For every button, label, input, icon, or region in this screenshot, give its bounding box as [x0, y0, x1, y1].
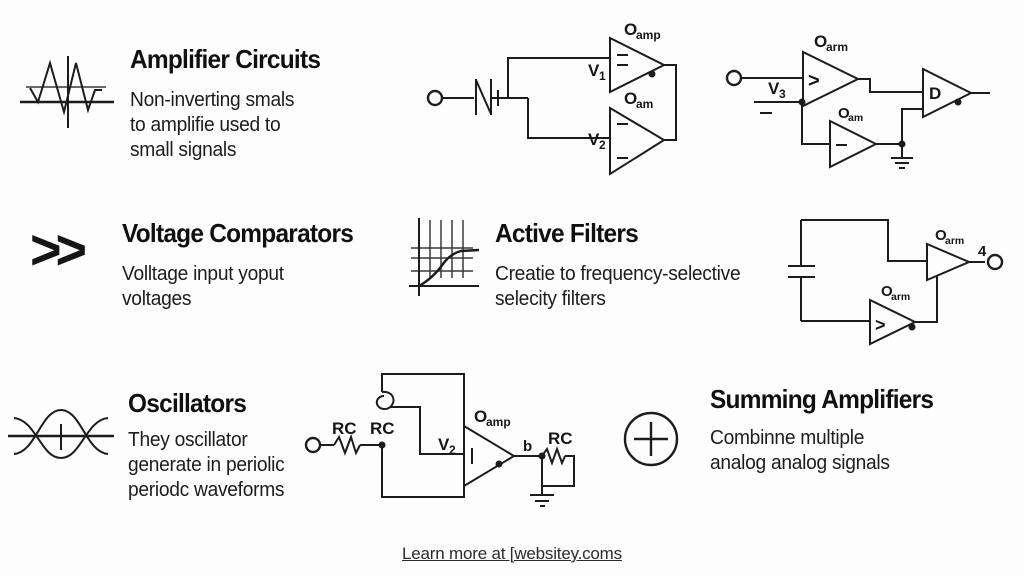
desc-line: to amplifie used to	[130, 114, 281, 136]
section-desc-summing-amplifiers: Combinne multiple analog analog signals	[710, 426, 890, 476]
resistor-label: RC	[548, 429, 573, 448]
amp-label: O	[935, 227, 947, 244]
amp-label-sub: arm	[945, 235, 964, 247]
amp-label-sub: arm	[826, 40, 848, 54]
desc-line: selecity filters	[495, 288, 606, 310]
output-label: b	[523, 438, 532, 455]
desc-line: analog analog signals	[710, 452, 890, 474]
filter-response-grid-icon	[405, 214, 487, 302]
opamp-triangle	[926, 242, 972, 282]
desc-line: Volltage input yoput	[122, 263, 284, 285]
waveform-icon	[18, 50, 118, 138]
amp-label-sub: amp	[486, 415, 511, 429]
input-label: V	[588, 61, 600, 80]
desc-line: periodc waveforms	[128, 479, 285, 501]
input-label: V	[768, 79, 780, 98]
amp-label: O	[624, 22, 637, 39]
input-label-sub: 3	[779, 87, 786, 101]
dual-opamp-circuit-diagram: O amp V 1 O am V 2	[412, 22, 722, 182]
resistor-symbol	[333, 433, 361, 456]
input-label-sub: 2	[599, 138, 606, 152]
opamp-triangle	[922, 67, 974, 119]
section-title-active-filters: Active Filters	[495, 218, 639, 248]
opamp-triangle	[609, 106, 666, 176]
integrator-circuit-diagram: O arm 4 O arm >	[785, 200, 1020, 350]
section-desc-amplifier-circuits: Non-inverting smals to amplifie used to …	[130, 88, 294, 163]
gate-mark: >	[875, 315, 886, 335]
desc-line: Creatie to frequency-selective	[495, 263, 741, 285]
oscillator-circuit-diagram: RC RC V 2 O amp b RC	[302, 362, 602, 517]
opamp-triangle	[463, 424, 516, 488]
resistor-symbol	[541, 446, 566, 466]
input-label-sub: 1	[599, 69, 606, 83]
amp-label: O	[624, 89, 637, 108]
gate-mark: >	[808, 70, 820, 92]
section-desc-active-filters: Creatie to frequency-selective selecity …	[495, 262, 741, 312]
amp-label-sub: am	[848, 112, 863, 124]
amp-label-sub: arm	[891, 291, 910, 303]
input-terminal-icon	[426, 89, 444, 107]
input-label: V	[438, 435, 450, 454]
amp-label-sub: amp	[636, 28, 661, 42]
output-terminal-icon	[986, 253, 1004, 271]
desc-line: generate in periolic	[128, 454, 285, 476]
section-desc-oscillators: They oscillator generate in periolic per…	[128, 428, 285, 503]
amp-label: O	[814, 32, 827, 51]
section-desc-voltage-comparators: Volltage input yoput voltages	[122, 262, 284, 312]
resistor-label: RC	[370, 419, 395, 438]
resistor-label: RC	[332, 419, 357, 438]
learn-more-link[interactable]: Learn more at [websitey.coms	[402, 544, 622, 563]
amp-label-sub: am	[636, 97, 653, 111]
circle-plus-icon	[622, 410, 680, 468]
section-title-voltage-comparators: Voltage Comparators	[122, 218, 354, 248]
desc-line: voltages	[122, 288, 192, 310]
opamp-triangle	[869, 298, 918, 346]
input-terminal-icon	[304, 436, 322, 454]
desc-line: They oscillator	[128, 429, 248, 451]
output-label: 4	[978, 243, 987, 260]
section-title-oscillators: Oscillators	[128, 388, 247, 418]
input-label: V	[588, 130, 600, 149]
coil-curl-symbol	[375, 390, 395, 410]
desc-line: Combinne multiple	[710, 427, 865, 449]
double-chevron-icon: >>	[30, 218, 87, 282]
input-terminal-icon	[725, 69, 743, 87]
amp-label: O	[881, 283, 893, 300]
desc-line: small signals	[130, 139, 237, 161]
amp-label: O	[838, 105, 850, 122]
opamp-triangle	[609, 36, 667, 94]
opamp-triangle	[802, 50, 861, 108]
crossed-sine-waves-icon	[6, 398, 118, 474]
input-label-sub: 2	[449, 443, 456, 457]
section-title-amplifier-circuits: Amplifier Circuits	[130, 44, 321, 74]
section-title-summing-amplifiers: Summing Amplifiers	[710, 384, 934, 414]
comparator-circuit-diagram: O arm > V 3 O am D	[718, 32, 1018, 177]
amp-label: D	[929, 84, 941, 103]
opamp-triangle	[829, 119, 879, 169]
amp-label: O	[474, 407, 487, 426]
desc-line: Non-inverting smals	[130, 89, 295, 111]
